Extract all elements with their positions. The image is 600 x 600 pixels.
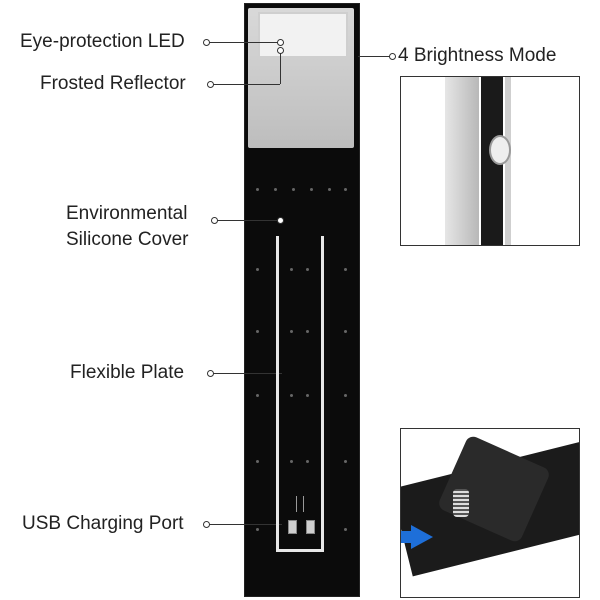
usb-port (288, 520, 297, 534)
callout-dot-reflector-end (277, 47, 284, 54)
right-arrow-icon (411, 525, 433, 549)
inset-clip-photo (400, 428, 580, 598)
callout-dot-reflector-start (207, 81, 214, 88)
label-usb-charging-port: USB Charging Port (22, 513, 184, 534)
inset-brightness-button-photo (400, 76, 580, 246)
usb-symbol-icon (296, 496, 304, 512)
usb-port-indicator (306, 520, 315, 534)
callout-dot-led-start (203, 39, 210, 46)
callout-dot-silicone-end (277, 217, 284, 224)
label-brightness-mode: 4 Brightness Mode (398, 45, 557, 66)
callout-line-reflector-vertical (280, 50, 281, 84)
device-side-rim (505, 77, 511, 245)
device-side-light (445, 77, 479, 245)
callout-line-brightness (358, 56, 394, 57)
callout-dot-usb-start (203, 521, 210, 528)
callout-line-led (206, 42, 278, 43)
power-button-icon (489, 135, 511, 165)
callout-line-plate (210, 373, 302, 374)
callout-line-usb (206, 524, 286, 525)
callout-dot-brightness (389, 53, 396, 60)
callout-line-reflector (210, 84, 280, 85)
callout-dot-silicone-start (211, 217, 218, 224)
callout-dot-plate-start (207, 370, 214, 377)
label-eye-protection-led: Eye-protection LED (20, 31, 185, 52)
arrow-tail (401, 531, 413, 543)
label-flexible-plate: Flexible Plate (70, 362, 185, 383)
led-window (258, 12, 348, 58)
label-silicone-cover: Silicone Cover (66, 229, 189, 250)
flexible-plate-inner (282, 236, 318, 546)
callout-line-silicone (214, 220, 278, 221)
flexible-plate-outline (276, 236, 324, 552)
label-environmental: Environmental (66, 203, 188, 224)
label-frosted-reflector: Frosted Reflector (40, 73, 186, 94)
callout-dot-led-end (277, 39, 284, 46)
spring-icon (453, 489, 469, 517)
